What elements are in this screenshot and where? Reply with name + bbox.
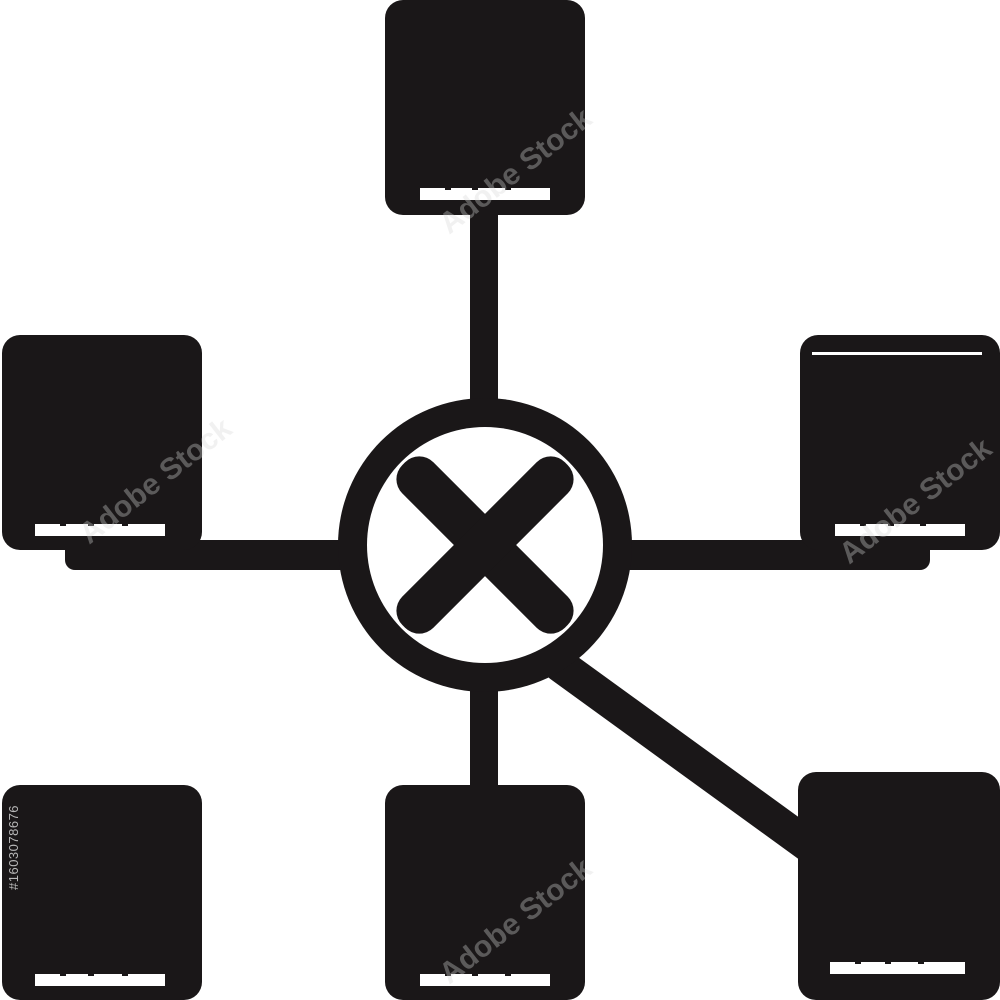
node-bottom-right xyxy=(798,772,1000,1000)
node-top xyxy=(385,0,585,215)
stock-id-label: #1603078676 xyxy=(6,804,21,890)
node-bottom-left xyxy=(2,785,202,1000)
node-right xyxy=(800,335,1000,550)
hub-error xyxy=(338,398,632,692)
close-x-icon xyxy=(396,456,574,634)
node-left xyxy=(2,335,202,550)
connector-top xyxy=(470,200,498,410)
connector-bottom xyxy=(470,680,498,795)
connector-diagonal xyxy=(543,648,832,867)
node-bottom xyxy=(385,785,585,1000)
